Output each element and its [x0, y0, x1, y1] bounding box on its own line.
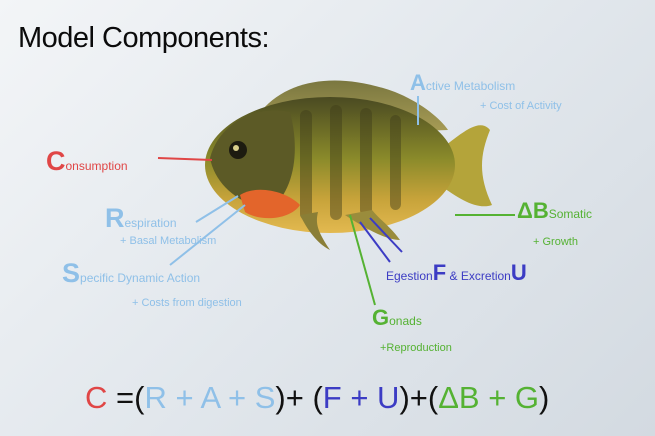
somatic-sub: + Growth [533, 237, 578, 248]
respiration-label: Respiration [105, 205, 177, 232]
active-text: ctive Metabolism [426, 79, 515, 93]
active-metabolism-label: Active Metabolism [410, 72, 515, 94]
sda-text: pecific Dynamic Action [80, 271, 200, 285]
somatic-initial: ΔB [517, 198, 549, 223]
respiration-connector [196, 196, 238, 222]
equation-metabolism: R + A + S [144, 380, 275, 415]
gonads-sub: +Reproduction [380, 343, 452, 354]
consumption-text: onsumption [66, 159, 128, 173]
waste-label: EgestionF & ExcretionU [386, 262, 527, 284]
equation-c: C [85, 380, 107, 415]
equation-plus-1: )+ ( [275, 380, 322, 415]
gonads-label: Gonads [372, 307, 422, 329]
somatic-text: Somatic [549, 207, 592, 221]
equation-waste: F + U [323, 380, 400, 415]
bioenergetics-equation: C =(R + A + S)+ (F + U)+(ΔB + G) [85, 382, 549, 413]
sda-sub: + Costs from digestion [132, 298, 242, 309]
equation-growth: ΔB + G [438, 380, 539, 415]
active-sub: + Cost of Activity [480, 101, 562, 112]
consumption-connector [158, 158, 212, 160]
egestion-initial: F [433, 260, 446, 285]
egestion-text: Egestion [386, 269, 433, 283]
equation-equals: =( [107, 380, 144, 415]
respiration-text: espiration [125, 216, 177, 230]
respiration-sub: + Basal Metabolism [120, 236, 216, 247]
active-initial: A [410, 70, 426, 95]
excretion-initial: U [511, 260, 527, 285]
equation-plus-2: )+( [399, 380, 438, 415]
excretion-text: & Excretion [450, 269, 511, 283]
respiration-initial: R [105, 203, 125, 233]
gonads-initial: G [372, 305, 389, 330]
somatic-label: ΔBSomatic [517, 200, 592, 222]
gonads-text: onads [389, 314, 422, 328]
equation-close: ) [539, 380, 549, 415]
bluegill-fish-icon [205, 80, 492, 250]
page-title: Model Components: [18, 22, 269, 55]
consumption-initial: C [46, 146, 66, 176]
sda-label: Specific Dynamic Action [62, 260, 200, 287]
sda-initial: S [62, 258, 80, 288]
consumption-label: Consumption [46, 148, 128, 175]
